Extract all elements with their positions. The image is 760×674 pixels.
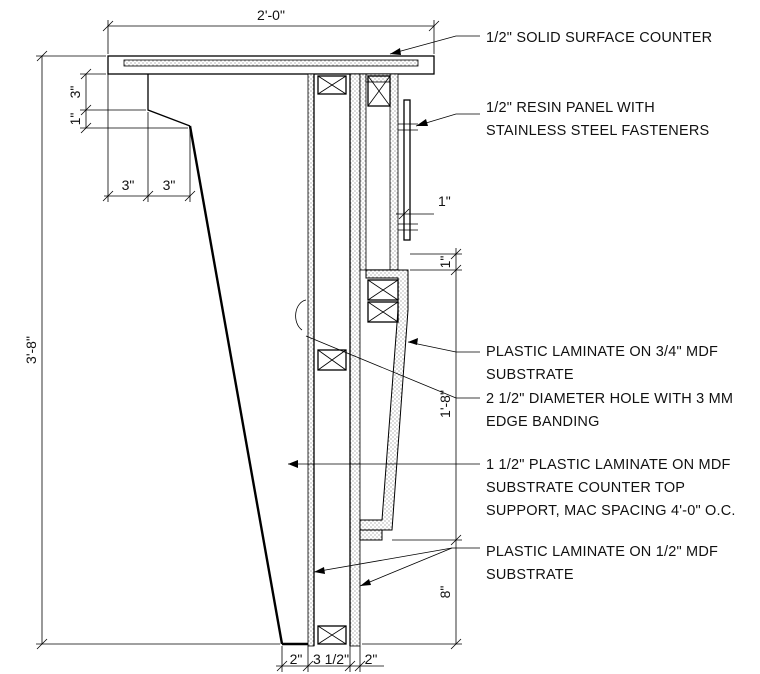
dim-lower-gap: 1" — [437, 256, 453, 269]
dim-overall-height: 3'-8" — [23, 336, 39, 364]
upper-back-panel — [359, 73, 399, 271]
dim-panel-offset: 1" — [438, 193, 451, 209]
resin-panel — [398, 99, 418, 241]
dim-cap-height: 3" — [67, 86, 83, 99]
note-laminate-half-mdf-line-2: SUBSTRATE — [486, 567, 574, 583]
dimension-lines — [36, 20, 462, 672]
leader-arrowheads — [288, 48, 428, 586]
dim-lower-height: 1'-8" — [437, 390, 453, 418]
note-hole-line-1: 2 1/2" DIAMETER HOLE WITH 3 MM — [486, 391, 733, 407]
note-resin-panel-line-2: STAINLESS STEEL FASTENERS — [486, 123, 709, 139]
dim-bottom-right: 2" — [365, 651, 378, 667]
blocking-block-bottom — [317, 625, 347, 645]
note-hole-line-2: EDGE BANDING — [486, 414, 600, 430]
dim-base-height: 8" — [437, 586, 453, 599]
note-solid-surface-counter: 1/2" SOLID SURFACE COUNTER — [486, 30, 712, 46]
blocking-block-top — [317, 75, 347, 95]
dim-cap-step: 1" — [67, 113, 83, 126]
dim-cap-inset-right: 3" — [163, 177, 176, 193]
note-laminate-mdf-line-1: PLASTIC LAMINATE ON 3/4" MDF — [486, 344, 718, 360]
note-support-line-2: SUBSTRATE COUNTER TOP — [486, 480, 685, 496]
note-support-line-1: 1 1/2" PLASTIC LAMINATE ON MDF — [486, 457, 731, 473]
solid-surface-counter — [107, 55, 435, 75]
note-laminate-half-mdf-line-1: PLASTIC LAMINATE ON 1/2" MDF — [486, 544, 718, 560]
note-laminate-mdf-line-2: SUBSTRATE — [486, 367, 574, 383]
dim-bottom-center: 3 1/2" — [313, 651, 349, 667]
dim-bottom-left: 2" — [290, 651, 303, 667]
note-resin-panel-line-1: 1/2" RESIN PANEL WITH — [486, 100, 655, 116]
lower-tapered-bracket — [359, 269, 409, 541]
dim-cap-inset-left: 3" — [122, 177, 135, 193]
dim-top-width: 2'-0" — [257, 7, 285, 23]
left-tapered-support — [147, 74, 308, 646]
note-support-line-3: SUPPORT, MAC SPACING 4'-0" O.C. — [486, 503, 736, 519]
blocking-block-middle — [317, 349, 347, 371]
main-vertical-panel — [307, 73, 361, 647]
leader-lines — [288, 35, 480, 587]
